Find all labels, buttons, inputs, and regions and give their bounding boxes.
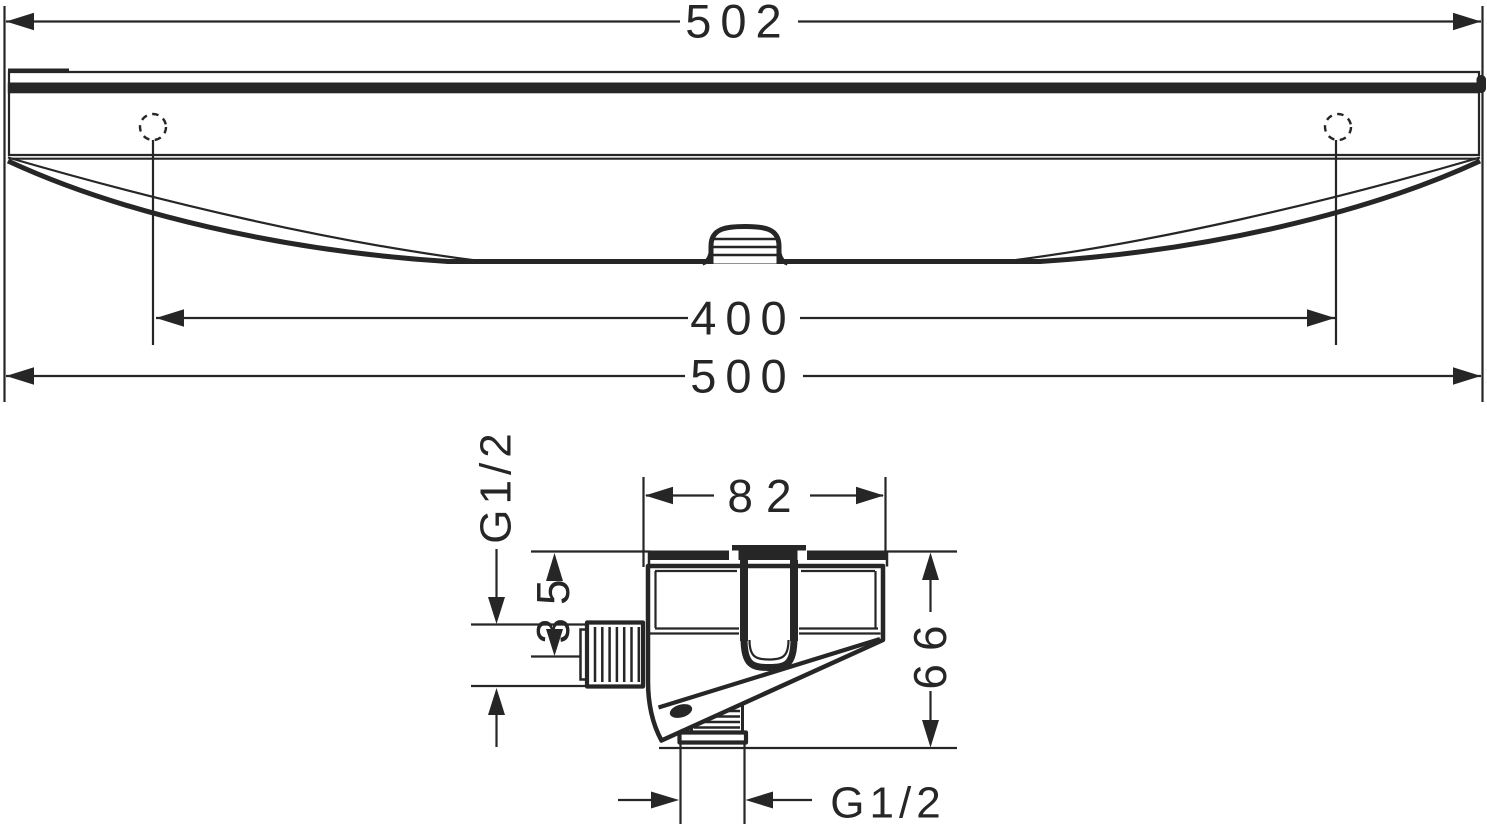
- arrowhead-down: [488, 597, 505, 624]
- arrowhead-right: [1453, 12, 1481, 31]
- arrowhead-right: [1307, 309, 1335, 327]
- dim-overall-width-label: 502: [685, 0, 790, 48]
- callout-outlet-thread: G1/2: [618, 779, 945, 827]
- inlet-thread-connector: [579, 620, 646, 689]
- dim-depth-label: 82: [727, 470, 804, 522]
- underside-chord-left: [7, 156, 477, 262]
- valve-body: [579, 545, 889, 745]
- dimension-66: 66: [904, 552, 956, 748]
- arrowhead-up: [488, 688, 505, 715]
- outlet-thread-label: G1/2: [830, 779, 945, 827]
- dimension-82: 82: [645, 470, 884, 522]
- side-view: 82 G1/2 35 66: [471, 428, 957, 827]
- callout-inlet-thread: G1/2: [472, 428, 521, 747]
- shelf-outline: [7, 70, 1481, 157]
- arrowhead-left: [156, 309, 184, 327]
- dimension-35: 35: [527, 553, 579, 656]
- wedge-hole-icon: [669, 704, 693, 718]
- shelf-underside: [6, 156, 1482, 266]
- wedge-upper-edge: [657, 636, 881, 710]
- dim-hole-spacing-label: 400: [690, 292, 795, 345]
- inlet-thread-label: G1/2: [472, 428, 521, 543]
- arrowhead-left: [645, 486, 673, 505]
- dim-body-width-label: 500: [690, 350, 795, 403]
- arrowhead-left: [6, 12, 34, 31]
- center-connector-nub: [701, 224, 789, 266]
- mounting-hole-right-icon: [1323, 112, 1353, 142]
- outlet-lip: [677, 730, 749, 745]
- dim-height-label: 66: [904, 612, 956, 689]
- extension-lines: [3, 6, 1484, 402]
- arrowhead-down: [922, 720, 939, 748]
- mounting-hole-left-icon: [138, 112, 168, 142]
- inlet-thread-hatching: [593, 627, 641, 682]
- dimension-500: 500: [6, 350, 1481, 403]
- front-view: 502: [3, 0, 1486, 403]
- arrowhead-up: [546, 553, 563, 581]
- shelf-glass-edge: [7, 82, 1480, 94]
- side-reference-lines: [471, 477, 957, 824]
- underside-chord-right: [1011, 156, 1481, 262]
- cartridge-channel: [740, 552, 798, 672]
- plate-slot-left: [729, 550, 739, 560]
- arrowhead-down: [546, 629, 563, 656]
- plate-slot-right: [797, 550, 807, 560]
- arrowhead-right: [856, 486, 884, 505]
- shelf-left-step: [8, 68, 69, 73]
- body-inner-lines: [650, 569, 881, 635]
- dimension-400: 400: [156, 292, 1335, 345]
- plate-raised-lip: [732, 545, 806, 553]
- arrowhead-right: [651, 791, 679, 809]
- shelf-right-cap: [1476, 75, 1486, 93]
- arrowhead-left: [745, 791, 773, 809]
- arrowhead-left: [6, 367, 34, 385]
- dim-inlet-offset-label: 35: [527, 566, 579, 643]
- nub-hatching: [713, 237, 777, 257]
- body-outline: [645, 563, 886, 743]
- arrowhead-right: [1453, 367, 1481, 385]
- arrowhead-up: [922, 552, 939, 580]
- shelf-bar: [7, 68, 1486, 160]
- mounting-plate: [647, 545, 889, 567]
- dimension-502: 502: [6, 0, 1481, 48]
